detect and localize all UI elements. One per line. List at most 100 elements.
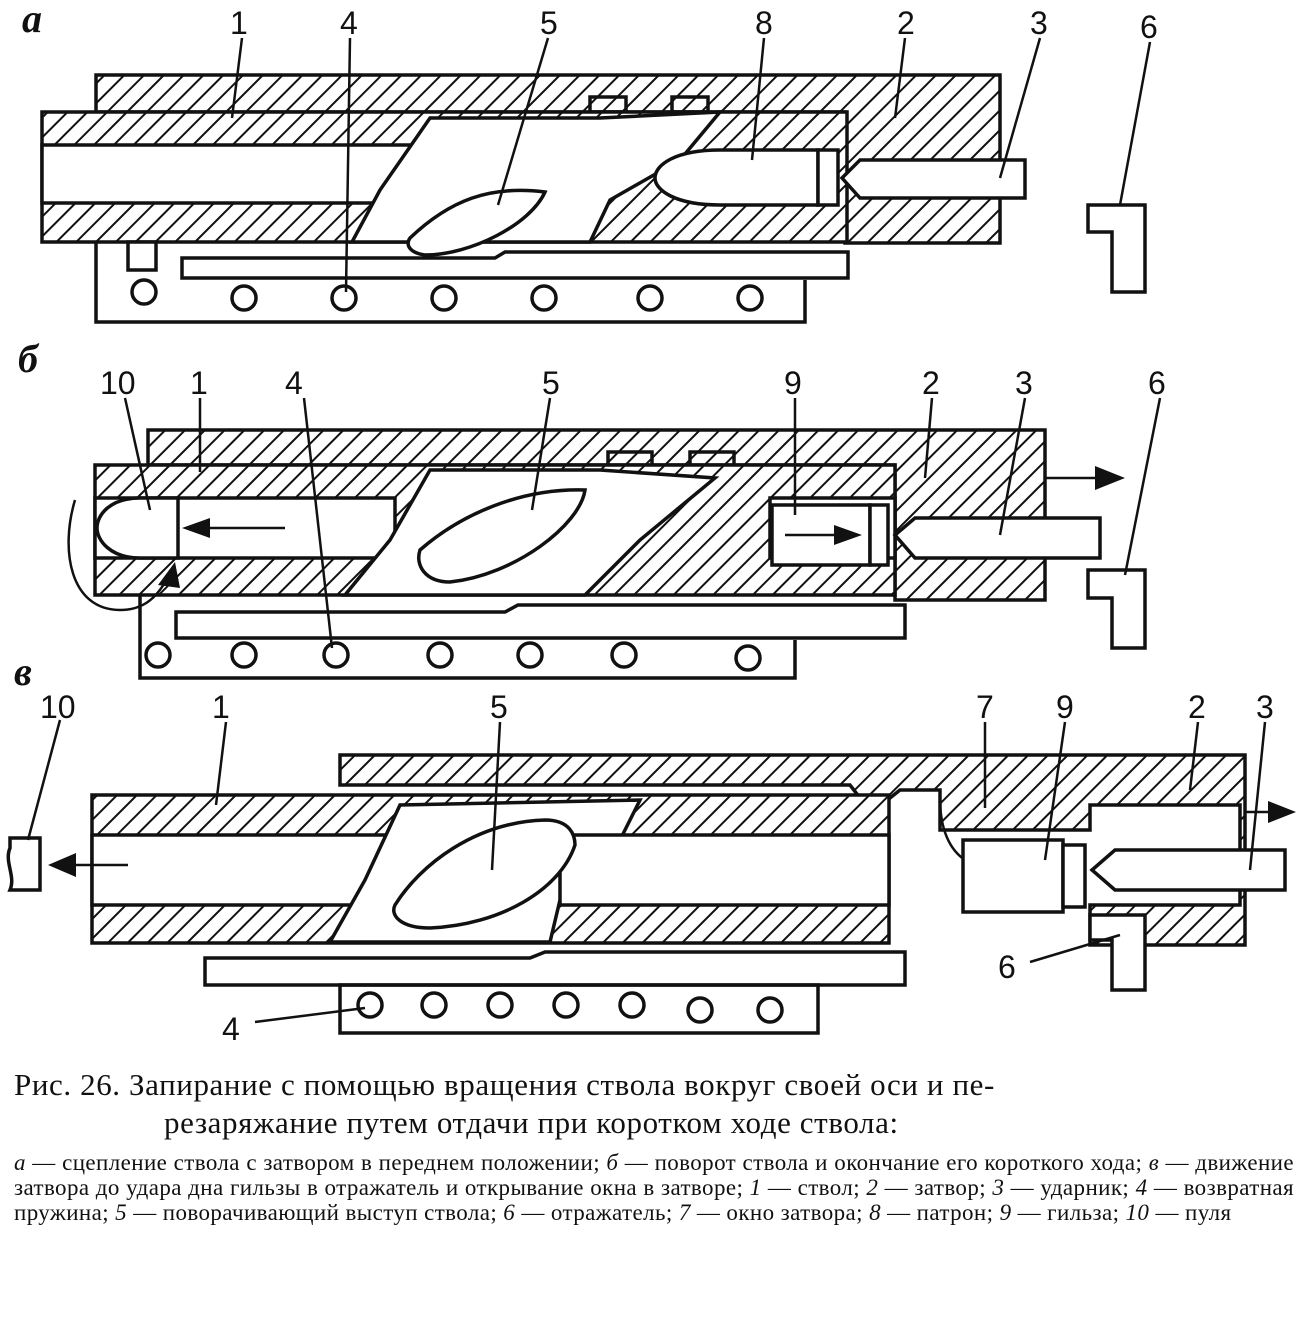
legend-key: 9 <box>999 1200 1012 1225</box>
spring-rod-c <box>203 950 907 987</box>
legend-entry: 5 — поворачивающий выступ ствола; <box>115 1200 503 1225</box>
panel-letter-c: в <box>14 649 32 694</box>
window-curve-c <box>938 797 966 862</box>
leader-6-a <box>1118 41 1152 206</box>
leader-8-a <box>750 37 766 161</box>
legend-text: — ударник; <box>1004 1175 1136 1200</box>
legend-entry: а — сцепление ствола с затвором в передн… <box>14 1150 606 1175</box>
panel-a: а <box>22 0 1158 324</box>
label-1-c: 1 <box>212 689 230 725</box>
legend-key: 8 <box>869 1200 881 1225</box>
panel-c: в <box>6 649 1296 1047</box>
return-spring-c <box>356 991 784 1024</box>
barrel-bore-c <box>90 833 394 907</box>
legend-key: 2 <box>866 1175 879 1200</box>
ejector-c <box>1088 913 1147 992</box>
label-8-a: 8 <box>755 5 773 41</box>
barrel-bore-c2 <box>558 833 891 907</box>
legend-key: а <box>14 1150 26 1175</box>
arrow-head-casing-b <box>834 525 862 545</box>
frame-a <box>94 242 807 324</box>
firing-pin-a <box>839 158 1027 200</box>
legend-entry: 4 — возвратная пружина; <box>14 1175 1294 1225</box>
caption-title-line-2: резаряжание путем отдачи при коротком хо… <box>164 1105 899 1140</box>
leader-3-a <box>998 37 1042 179</box>
label-10-b: 10 <box>100 365 136 401</box>
label-9-c: 9 <box>1056 689 1074 725</box>
spring-rod-a <box>180 250 850 280</box>
legend-key: 10 <box>1125 1200 1150 1225</box>
legend-entry: 7 — окно затвора; <box>679 1200 869 1225</box>
legend-key: 3 <box>992 1175 1005 1200</box>
arrow-head-bullet-c <box>48 853 76 877</box>
mechanism-diagram: а <box>6 0 1296 1047</box>
label-6-a: 6 <box>1140 9 1158 45</box>
leader-6-c <box>1029 933 1121 964</box>
arrow-head-barrel-b <box>182 518 210 538</box>
legend-key: 7 <box>678 1200 691 1225</box>
legend-key: 6 <box>503 1200 516 1225</box>
legend-key: б <box>606 1150 619 1175</box>
rotating-lug-b <box>417 488 588 584</box>
leader-3-c <box>1248 721 1267 871</box>
label-7-c: 7 <box>976 689 994 725</box>
legend-text: — отражатель; <box>515 1200 679 1225</box>
legend-text: — ствол; <box>761 1175 867 1200</box>
label-10-c: 10 <box>40 689 76 725</box>
panel-letter-a: а <box>22 0 42 41</box>
rotating-lug-a <box>406 188 548 257</box>
legend-text: — затвор; <box>878 1175 993 1200</box>
legend-text: — патрон; <box>880 1200 1000 1225</box>
rotating-lug-c <box>392 818 577 930</box>
leader-5-a <box>496 37 550 206</box>
legend-text: — поворот ствола и окончание его коротко… <box>618 1150 1149 1175</box>
casing-rim-b <box>868 503 890 567</box>
legend-entry: б — поворот ствола и окончание его корот… <box>606 1150 1148 1175</box>
label-9-b: 9 <box>784 365 802 401</box>
frame-c <box>338 983 820 1035</box>
legend-entry: 1 — ствол; <box>750 1175 867 1200</box>
ejector-a <box>1086 203 1147 294</box>
legend-entry: 3 — ударник; <box>992 1175 1135 1200</box>
casing-c <box>961 838 1065 914</box>
label-3-a: 3 <box>1030 5 1048 41</box>
label-1-a: 1 <box>230 5 248 41</box>
legend-entry: 8 — патрон; <box>869 1200 1000 1225</box>
leader-4-c <box>254 1006 366 1024</box>
cartridge-a <box>653 148 820 207</box>
label-4-b: 4 <box>285 365 303 401</box>
arrow-head-bolt-c <box>1268 801 1296 823</box>
legend-key: в <box>1148 1150 1160 1175</box>
legend-entry: 6 — отражатель; <box>503 1200 679 1225</box>
ejector-b <box>1086 568 1147 650</box>
label-5-a: 5 <box>540 5 558 41</box>
frame-stop-a <box>126 240 158 272</box>
bullet-c <box>6 836 42 892</box>
firing-pin-c <box>1089 848 1287 892</box>
bullet-b <box>95 496 180 560</box>
leader-6-b <box>1123 397 1162 576</box>
legend-text: — поворачивающий выступ ствола; <box>127 1200 504 1225</box>
label-3-b: 3 <box>1015 365 1033 401</box>
legend-text: — возвратная пружина; <box>14 1175 1294 1225</box>
panel-letter-b: б <box>18 336 40 381</box>
label-4-c: 4 <box>222 1011 240 1047</box>
caption-title: Рис. 26. Запирание с помощью вращения ст… <box>14 1066 1294 1142</box>
leader-2-c <box>1188 721 1200 791</box>
spring-rod-b <box>174 603 907 640</box>
leader-3-b <box>998 397 1027 536</box>
return-spring-a <box>130 278 764 312</box>
label-2-a: 2 <box>897 5 915 41</box>
legend-text: — окно затвора; <box>690 1200 870 1225</box>
caption-title-line-1: Рис. 26. Запирание с помощью вращения ст… <box>14 1067 995 1102</box>
leader-1-c <box>214 721 228 806</box>
leader-1-a <box>230 37 244 119</box>
return-spring-b <box>144 641 762 672</box>
frame-b <box>138 595 797 680</box>
label-3-c: 3 <box>1256 689 1274 725</box>
legend-key: 4 <box>1135 1175 1148 1200</box>
label-1-b: 1 <box>190 365 208 401</box>
cartridge-rim-a <box>816 148 840 207</box>
label-4-a: 4 <box>340 5 358 41</box>
legend-key: 1 <box>749 1175 762 1200</box>
